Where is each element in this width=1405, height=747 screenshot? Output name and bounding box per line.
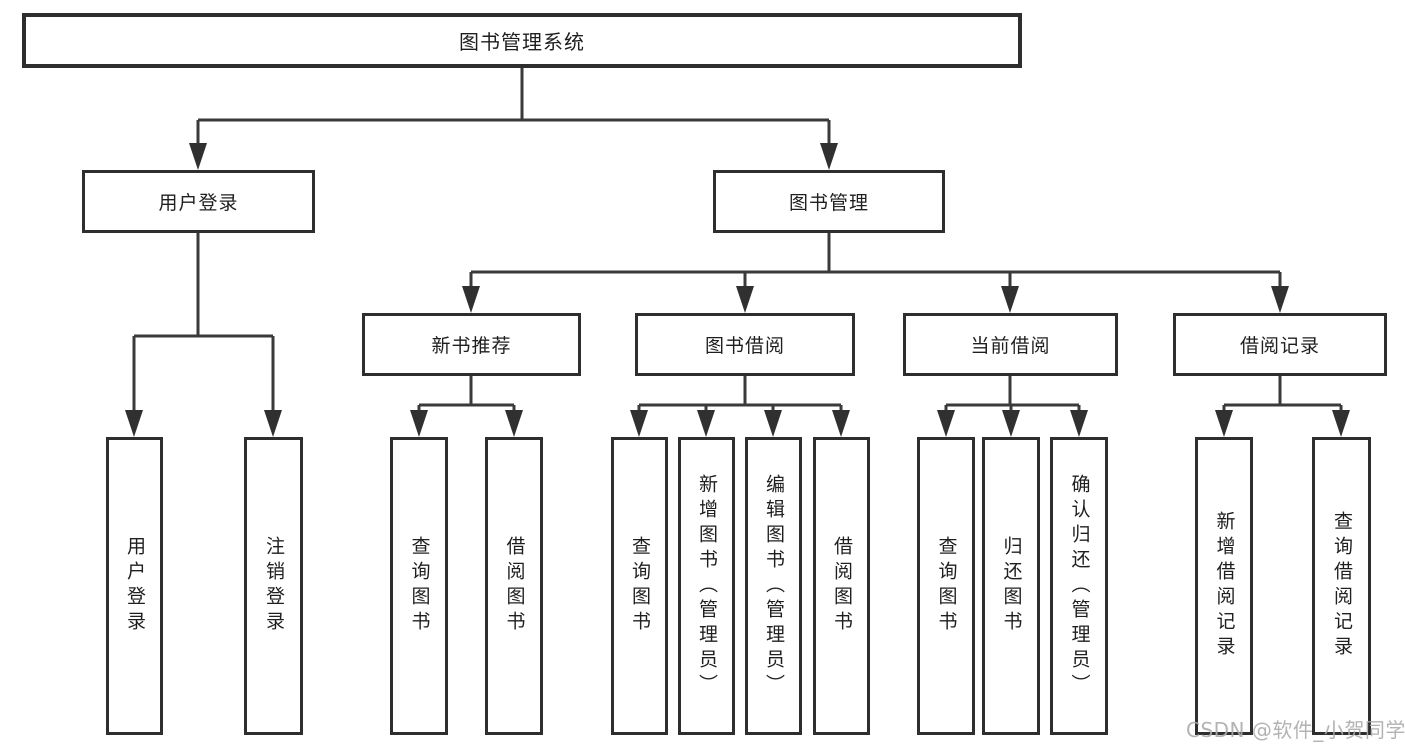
node-borrowing-records: 借阅记录 [1173,313,1387,376]
leaf-add-borrow-record: 新增借阅记录 [1195,437,1253,735]
leaf-query-books-recommend-label: 查询图书 [408,536,431,636]
node-user-login: 用户登录 [82,170,315,233]
leaf-query-borrow-record: 查询借阅记录 [1312,437,1371,735]
leaf-return-book: 归还图书 [982,437,1040,735]
leaf-borrow-books-recommend: 借阅图书 [485,437,543,735]
node-new-book-recommend: 新书推荐 [362,313,581,376]
leaf-add-book-admin-label: 新增图书（管理员） [696,473,718,699]
node-book-management-label: 图书管理 [788,192,869,214]
leaf-query-books-recommend: 查询图书 [390,437,448,735]
node-library-system-label: 图书管理系统 [459,30,585,54]
node-book-borrowing: 图书借阅 [635,313,855,376]
leaf-confirm-return-admin-label: 确认归还（管理员） [1068,473,1091,699]
leaf-confirm-return-admin: 确认归还（管理员） [1050,437,1108,735]
leaf-user-login: 用户登录 [106,437,163,735]
leaf-edit-book-admin-label: 编辑图书（管理员） [763,473,785,699]
leaf-query-books-current-label: 查询图书 [935,536,958,636]
leaf-borrow-books-recommend-label: 借阅图书 [503,536,526,636]
node-user-login-label: 用户登录 [158,192,239,214]
leaf-add-book-admin: 新增图书（管理员） [678,437,735,735]
node-current-borrowing: 当前借阅 [903,313,1118,376]
leaf-borrow-books-borrowing: 借阅图书 [813,437,870,735]
node-library-system: 图书管理系统 [22,13,1022,68]
leaf-query-books-borrowing: 查询图书 [611,437,668,735]
node-current-borrowing-label: 当前借阅 [970,335,1051,357]
leaf-edit-book-admin: 编辑图书（管理员） [745,437,802,735]
leaf-return-book-label: 归还图书 [1000,536,1023,636]
leaf-logout-label: 注销登录 [263,536,285,636]
leaf-user-login-label: 用户登录 [124,536,146,636]
csdn-watermark: CSDN @软件_小贺同学 [1186,718,1405,742]
leaf-query-books-borrowing-label: 查询图书 [629,536,651,636]
node-new-book-recommend-label: 新书推荐 [431,335,512,357]
leaf-add-borrow-record-label: 新增借阅记录 [1213,511,1236,661]
leaf-query-books-current: 查询图书 [917,437,975,735]
leaf-borrow-books-borrowing-label: 借阅图书 [831,536,853,636]
node-book-borrowing-label: 图书借阅 [704,335,785,357]
leaf-logout: 注销登录 [244,437,303,735]
leaf-query-borrow-record-label: 查询借阅记录 [1331,511,1353,661]
node-borrowing-records-label: 借阅记录 [1239,335,1320,357]
node-book-management: 图书管理 [713,170,945,233]
